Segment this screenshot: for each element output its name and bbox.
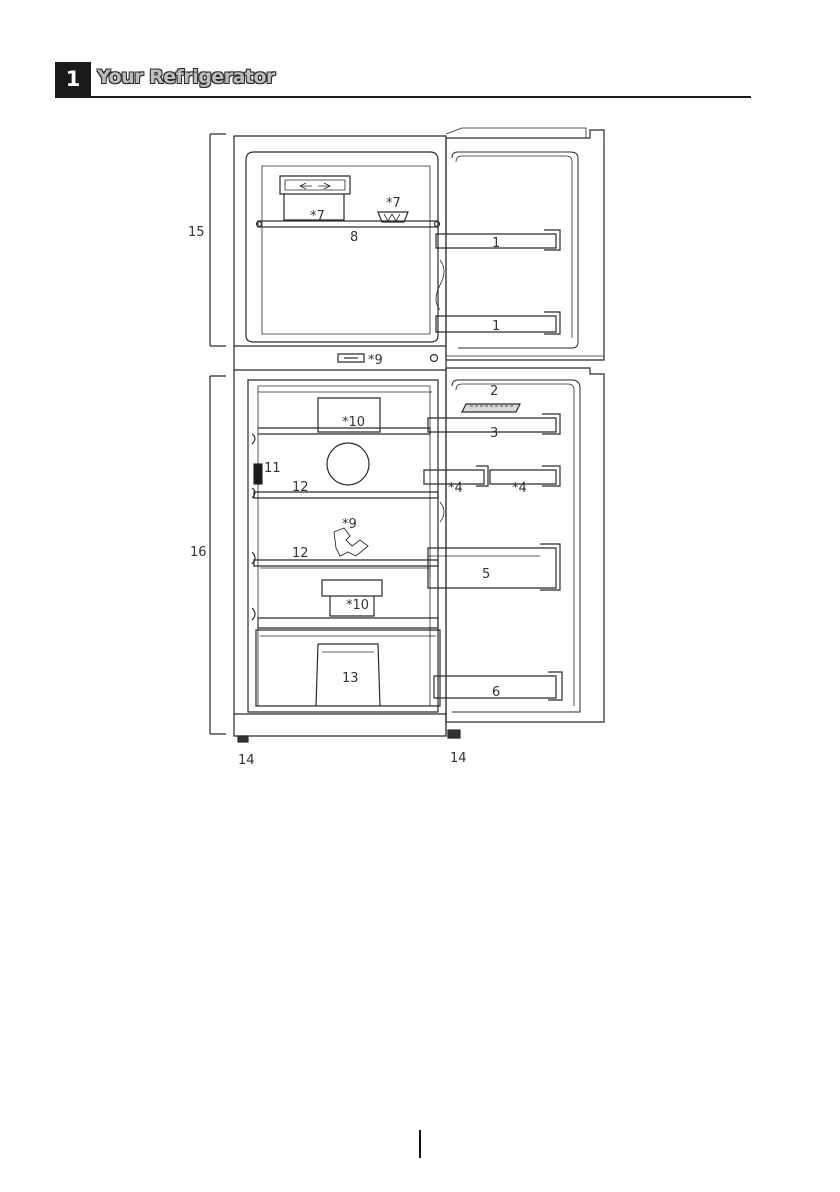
label-bottom-shelf: 6: [492, 685, 500, 700]
label-ice-tray: *7: [310, 209, 325, 224]
label-egg-tray: 2: [490, 384, 498, 399]
page-footer-divider: [419, 1130, 421, 1158]
egg-tray-shape: [462, 404, 520, 412]
label-deodorizer: *9: [342, 517, 357, 532]
label-crisper: 13: [342, 671, 359, 686]
label-shelf-lower: 12: [292, 546, 309, 561]
foot-left-shape: [238, 736, 248, 742]
label-small-shelf-left: *4: [448, 481, 463, 496]
label-thermostat: 11: [264, 461, 281, 476]
label-display: *9: [368, 353, 383, 368]
label-fridge-compartment: 16: [190, 545, 207, 560]
label-freezer-shelf: 8: [350, 230, 358, 245]
freezer-bracket: [210, 134, 226, 346]
foot-right-shape: [448, 730, 460, 738]
deodorizer-shape: [334, 528, 368, 556]
label-cooler-upper: *10: [342, 415, 365, 430]
label-foot-left: 14: [238, 753, 255, 768]
label-bottle-shelf: 5: [482, 567, 490, 582]
label-door-shelf-1-lower: 1: [492, 319, 500, 334]
label-foot-right: 14: [450, 751, 467, 766]
label-shelf-upper: 12: [292, 480, 309, 495]
thermostat-shape: [254, 464, 262, 484]
freezer-shelf-shape: [258, 221, 438, 227]
label-door-shelf-3: 3: [490, 426, 498, 441]
fridge-bracket: [210, 376, 226, 734]
freezer-door: [446, 130, 604, 360]
shelf-lower-shape: [254, 560, 438, 566]
crisper-shape: [256, 630, 440, 706]
label-small-shelf-right: *4: [512, 481, 527, 496]
cooler-lower-shape: [322, 580, 382, 596]
bottle-shelf: [428, 548, 556, 588]
ice-tray-shape: [280, 176, 350, 194]
cabinet-outline: [234, 136, 446, 736]
label-cooler-lower: *10: [346, 598, 369, 613]
freezer-liner: [246, 152, 438, 342]
label-freezer-compartment: 15: [188, 225, 205, 240]
label-door-shelf-1-upper: 1: [492, 236, 500, 251]
label-ice-bank: *7: [386, 196, 401, 211]
fan-circle: [327, 443, 369, 485]
shelf-upper-shape: [254, 492, 438, 498]
